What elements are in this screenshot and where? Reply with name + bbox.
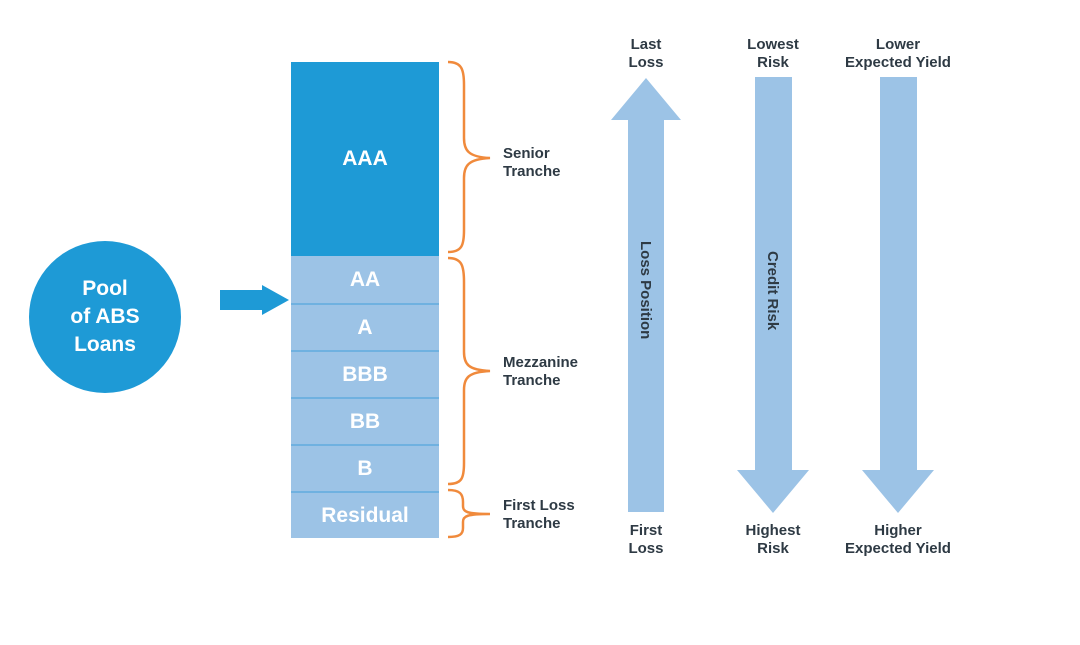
senior-bracket	[447, 60, 491, 254]
credit-risk-arrow	[737, 77, 809, 513]
pool-of-abs-loans: Pool of ABS Loans	[29, 241, 181, 393]
expected-yield-arrow	[862, 77, 934, 513]
loss-position-title: Loss Position	[637, 241, 654, 340]
lowest-risk-label: Lowest Risk	[747, 36, 799, 71]
first-loss-tranche-label: First Loss Tranche	[503, 497, 575, 532]
flow-arrow	[220, 285, 289, 315]
tranche-residual: Residual	[291, 491, 439, 538]
lower-expected-yield-label: Lower Expected Yield	[845, 36, 951, 71]
tranche-b: B	[291, 444, 439, 491]
tranche-aaa: AAA	[291, 62, 439, 256]
tranche-bbb: BBB	[291, 350, 439, 397]
loss-position-arrow	[611, 78, 681, 512]
mezzanine-tranche-label: Mezzanine Tranche	[503, 354, 579, 389]
tranche-aa: AA	[291, 256, 439, 303]
highest-risk-label: Highest Risk	[745, 522, 801, 557]
tranche-a: A	[291, 303, 439, 350]
credit-risk-title: Credit Risk	[764, 251, 781, 331]
mezzanine-bracket	[447, 256, 491, 486]
tranche-bb: BB	[291, 397, 439, 444]
senior-tranche-label: Senior Tranche	[503, 145, 561, 180]
last-loss-label: Last Loss	[628, 36, 664, 71]
first-loss-bracket	[447, 488, 491, 539]
higher-expected-yield-label: Higher Expected Yield	[845, 522, 951, 557]
first-loss-label: First Loss	[628, 522, 664, 557]
